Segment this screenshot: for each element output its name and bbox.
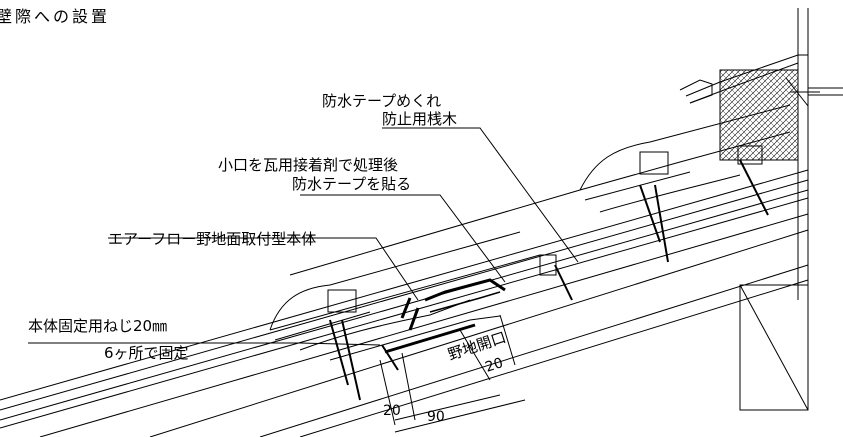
- screw-label-1: 本体固定用ねじ20㎜: [28, 317, 167, 335]
- dim-span: 90: [427, 409, 445, 425]
- tape-stopper-label-2: 防止用桟木: [382, 110, 457, 128]
- lower-roof-tile: [269, 231, 541, 361]
- eave-box: [739, 284, 809, 411]
- tape-stopper-label-1: 防水テープめくれ: [322, 92, 441, 110]
- leader-lines: [28, 127, 579, 346]
- airflow-body-label: エアーフロー野地面取付型本体: [108, 230, 316, 248]
- screw-label-2: 6ヶ所で固定: [104, 344, 189, 362]
- dim-left-offset: 20: [383, 403, 401, 419]
- drawing-title: 壁際への設置: [0, 7, 110, 26]
- airflow-unit: [384, 278, 506, 354]
- koguchi-label-1: 小口を瓦用接着剤で処理後: [218, 156, 398, 174]
- koguchi-label-2: 防水テープを貼る: [292, 175, 411, 193]
- dim-opening-offset: 20: [483, 355, 505, 376]
- wall-flashing: [679, 54, 808, 161]
- roof-layers: [0, 169, 809, 437]
- dimension-lines: [379, 314, 526, 433]
- screws: [329, 159, 769, 401]
- upper-roof-tile: [289, 104, 791, 276]
